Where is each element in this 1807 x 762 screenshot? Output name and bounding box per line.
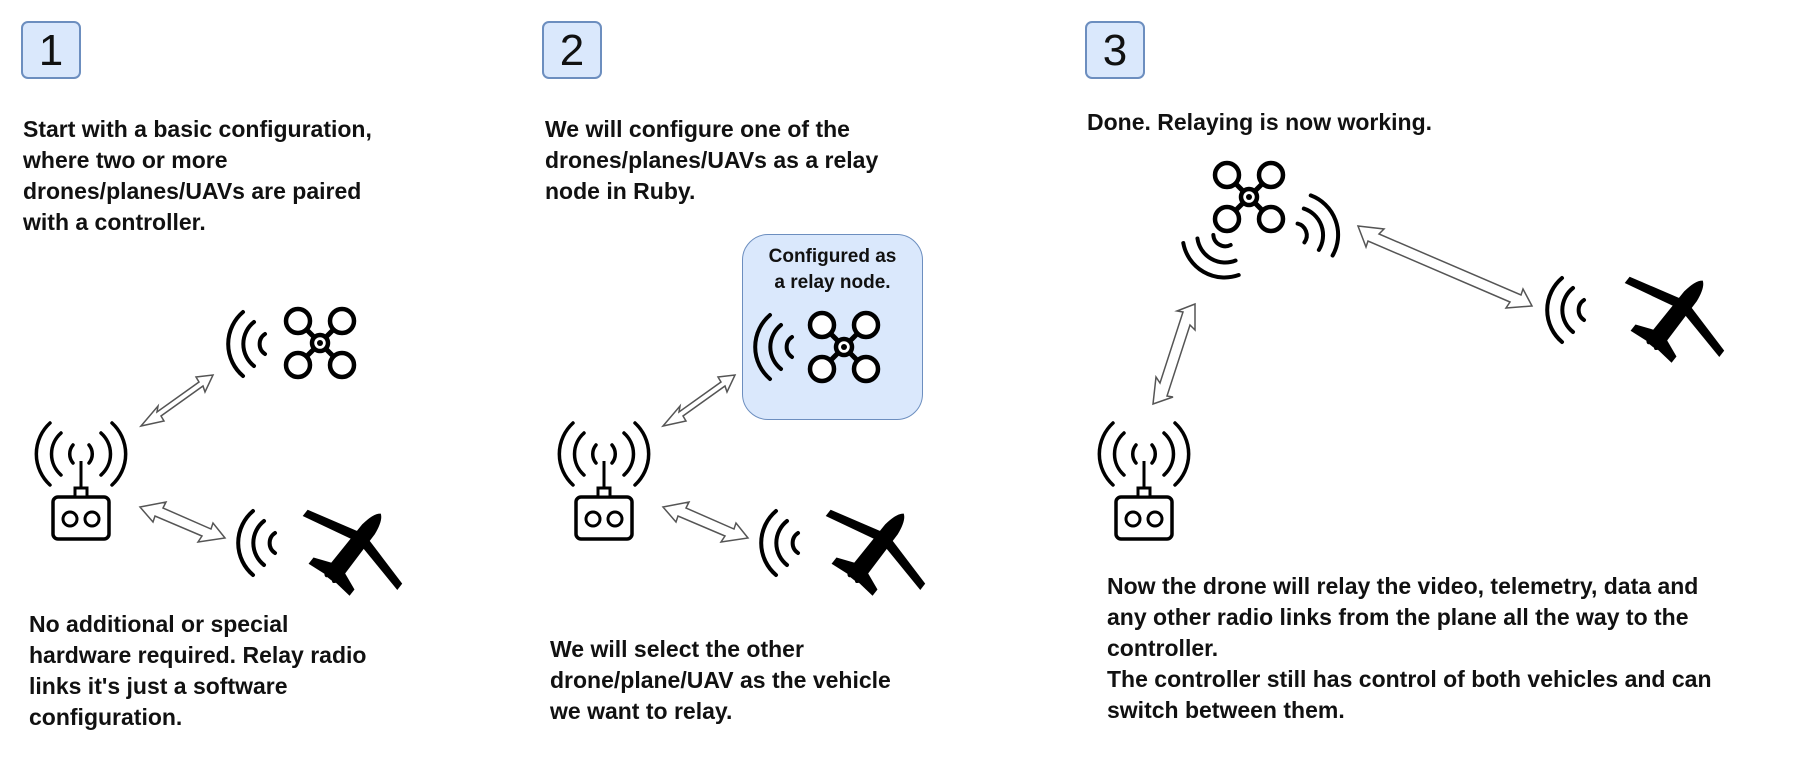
drone-icon bbox=[810, 313, 878, 381]
radio-waves-icon bbox=[1181, 233, 1241, 280]
step-3-bottom-text: Now the drone will relay the video, tele… bbox=[1107, 573, 1712, 723]
step-1-badge: 1 bbox=[21, 21, 81, 79]
radio-waves-icon bbox=[1545, 276, 1586, 344]
drone-icon bbox=[286, 309, 354, 377]
radio-waves-icon bbox=[226, 310, 267, 378]
double-arrow-icon bbox=[661, 500, 750, 543]
radio-waves-icon bbox=[753, 313, 794, 381]
step-2-top-text: We will configure one of the drones/plan… bbox=[545, 116, 879, 204]
double-arrow-icon bbox=[138, 500, 227, 543]
step-3-top-text: Done. Relaying is now working. bbox=[1087, 109, 1433, 135]
airplane-icon bbox=[804, 476, 952, 617]
radio-waves-icon bbox=[1295, 193, 1341, 258]
relay-node-label: Configured as a relay node. bbox=[768, 246, 897, 293]
step-3-badge: 3 bbox=[1085, 21, 1145, 79]
controller-icon bbox=[34, 421, 128, 541]
double-arrow-icon bbox=[138, 374, 215, 428]
airplane-icon bbox=[1603, 243, 1751, 384]
airplane-icon bbox=[281, 476, 429, 617]
double-arrow-icon bbox=[660, 374, 737, 428]
step-1-bottom-text: No additional or special hardware requir… bbox=[29, 611, 367, 730]
step-2-badge: 2 bbox=[542, 21, 602, 79]
controller-icon bbox=[557, 421, 651, 541]
drone-icon bbox=[1215, 163, 1283, 231]
double-arrow-icon bbox=[1356, 225, 1534, 309]
double-arrow-icon bbox=[1152, 302, 1196, 406]
step-2-bottom-text: We will select the other drone/plane/UAV… bbox=[550, 636, 891, 724]
controller-icon bbox=[1097, 421, 1191, 541]
radio-waves-icon bbox=[236, 509, 277, 577]
radio-waves-icon bbox=[759, 509, 800, 577]
step-1-top-text: Start with a basic configuration, where … bbox=[23, 116, 372, 235]
